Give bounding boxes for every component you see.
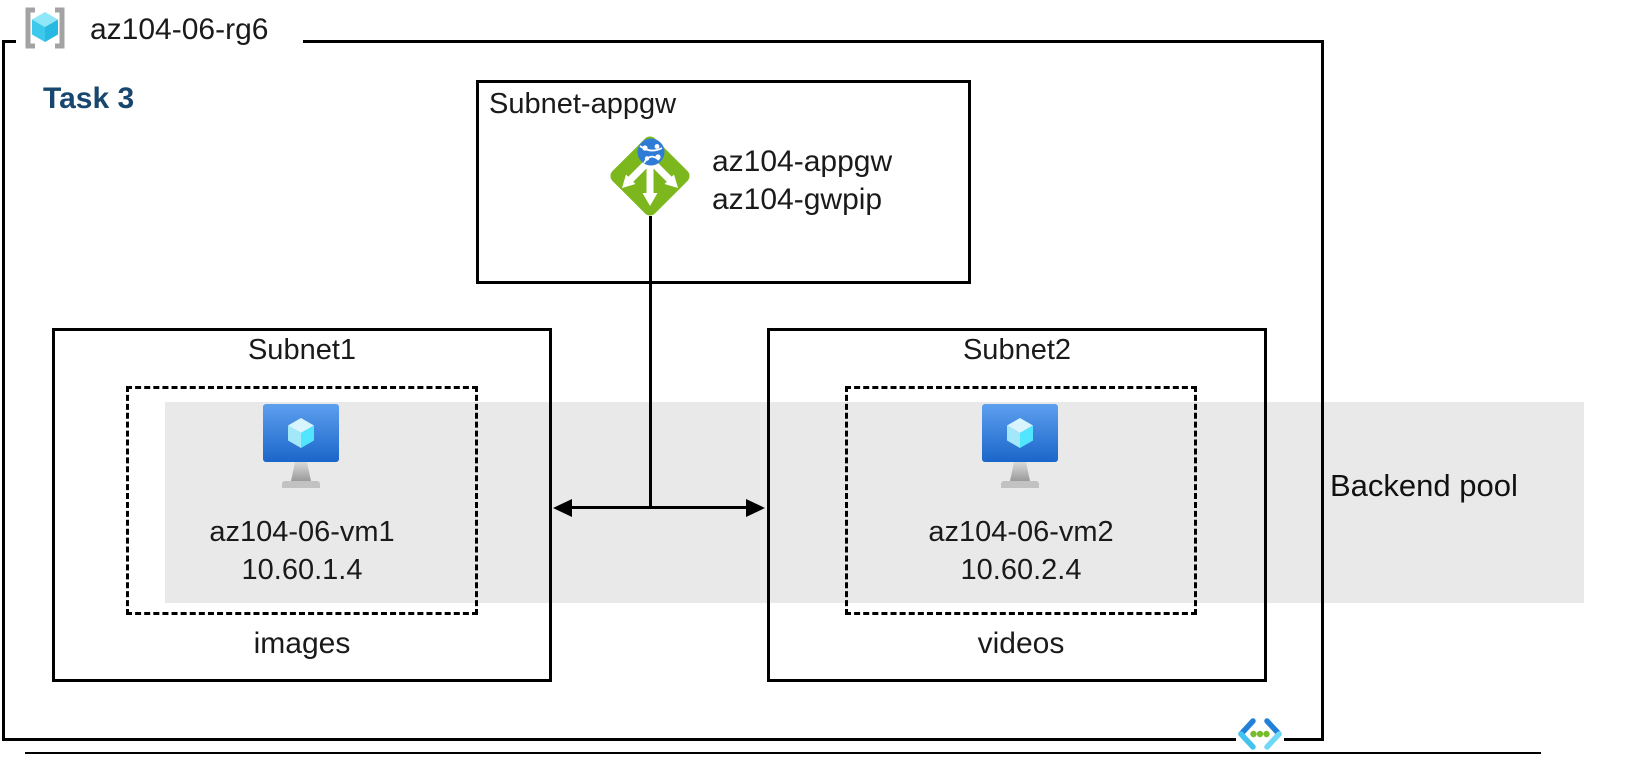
vm2-ip: 10.60.2.4 [960, 554, 1082, 586]
appgw-subnet-box [476, 80, 971, 284]
appgw-subnet-label: Subnet-appgw [489, 88, 677, 120]
subnet-link-line [569, 506, 749, 509]
appgw-resource-names: az104-appgw az104-gwpip [712, 143, 892, 219]
virtual-network-icon [1236, 718, 1284, 750]
subnet2-label: Subnet2 [962, 334, 1072, 366]
subnet2-content-label: videos [977, 627, 1065, 660]
subnet2-box [767, 328, 1267, 682]
appgw-public-ip-name: az104-gwpip [712, 183, 883, 216]
resource-group-icon [25, 7, 65, 49]
virtual-machine-icon [982, 404, 1058, 488]
resource-group-border-gap [16, 36, 303, 47]
bottom-divider [25, 752, 1541, 754]
resource-group-box [2, 40, 1324, 741]
appgw-name: az104-appgw [712, 145, 893, 178]
subnet1-content-label: images [253, 627, 351, 660]
vm1-ip: 10.60.1.4 [241, 554, 363, 586]
subnet1-box [52, 328, 552, 682]
virtual-machine-icon [263, 404, 339, 488]
vm1-text: az104-06-vm1 10.60.1.4 [126, 513, 478, 589]
application-gateway-icon [610, 136, 690, 216]
subnet1-label: Subnet1 [247, 334, 357, 366]
appgw-to-subnets-connector [649, 216, 652, 508]
resource-group-name: az104-06-rg6 [90, 13, 269, 46]
backend-pool-band [165, 402, 1584, 603]
backend-pool-label: Backend pool [1330, 468, 1518, 503]
vm1-name: az104-06-vm1 [209, 516, 395, 548]
arrowhead-right-icon [746, 498, 765, 517]
vm2-name: az104-06-vm2 [928, 516, 1114, 548]
subnet1-backend-dashed-box [126, 386, 478, 615]
vm2-text: az104-06-vm2 10.60.2.4 [845, 513, 1197, 589]
subnet2-backend-dashed-box [845, 386, 1197, 615]
arrowhead-left-icon [553, 498, 572, 517]
task-heading: Task 3 [43, 82, 135, 115]
